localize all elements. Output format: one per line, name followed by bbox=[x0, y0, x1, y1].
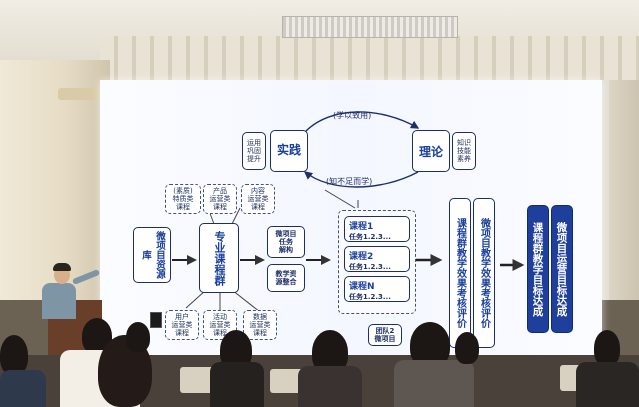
course-n-title: 课程N bbox=[349, 282, 375, 292]
practice-box: 实践 bbox=[270, 130, 308, 172]
major-course-group-box: 专业课程群 bbox=[199, 223, 239, 293]
audience-body bbox=[576, 362, 639, 407]
course-1-title: 课程1 bbox=[349, 222, 374, 232]
task-deconstruction-box: 微项目 任务 解构 bbox=[267, 226, 305, 258]
resource-integration-box: 教学资 源整合 bbox=[267, 264, 305, 292]
course-2-box: 课程2 任务1.2.3... bbox=[344, 246, 410, 272]
course-2-tasks: 任务1.2.3... bbox=[349, 263, 391, 271]
audience-head bbox=[126, 322, 150, 352]
course-1-tasks: 任务1.2.3... bbox=[349, 233, 391, 241]
micro-project-goal-box: 微项目运营目标达成 bbox=[551, 205, 573, 333]
audience-head bbox=[594, 330, 620, 366]
projection-screen: 实践 理论 运用 巩固 提升 知识 技能 素养 (学以致用) (知不足而学) 微… bbox=[100, 80, 602, 362]
audience-head bbox=[455, 332, 479, 364]
air-vent bbox=[282, 16, 458, 38]
audience-body bbox=[298, 366, 362, 407]
user-course-box: 用户 运营类 课程 bbox=[165, 310, 199, 340]
content-course-box: 内容 运营类 课程 bbox=[241, 184, 275, 214]
audience-body bbox=[394, 360, 474, 407]
audience-body bbox=[0, 370, 46, 407]
audience-head bbox=[0, 335, 28, 375]
product-course-box: 产品 运营类 课程 bbox=[203, 184, 237, 214]
course-1-box: 课程1 任务1.2.3... bbox=[344, 216, 410, 242]
resource-library-box: 微项目资源库 bbox=[133, 227, 171, 283]
course-n-box: 课程N 任务1.2.3... bbox=[344, 276, 410, 302]
practice-tags: 运用 巩固 提升 bbox=[242, 132, 266, 170]
team-2-box: 团队2 微项目 bbox=[368, 324, 402, 346]
bottom-arrow-label: (知不足而学) bbox=[326, 177, 373, 186]
cycle-arrows bbox=[172, 111, 525, 313]
top-arrow-label: (学以致用) bbox=[333, 111, 372, 120]
micro-project-eval-box: 微项目教学效果考核评价 bbox=[473, 198, 495, 348]
audience-body bbox=[210, 362, 264, 407]
theory-box: 理论 bbox=[412, 130, 450, 172]
data-course-box: 数据 运营类 课程 bbox=[243, 310, 277, 340]
speaker-body bbox=[42, 283, 76, 319]
theory-tags: 知识 技能 素养 bbox=[452, 132, 476, 170]
course-group-eval-box: 课程群教学效果考核评价 bbox=[449, 198, 471, 348]
phone bbox=[150, 312, 162, 328]
course-group-goal-box: 课程群教学目标达成 bbox=[527, 205, 549, 333]
course-n-tasks: 任务1.2.3... bbox=[349, 293, 391, 301]
column-capital bbox=[58, 88, 106, 100]
course-2-title: 课程2 bbox=[349, 252, 374, 262]
speaker-hair bbox=[53, 263, 71, 271]
quality-course-box: (素质) 特质类 课程 bbox=[165, 184, 201, 214]
